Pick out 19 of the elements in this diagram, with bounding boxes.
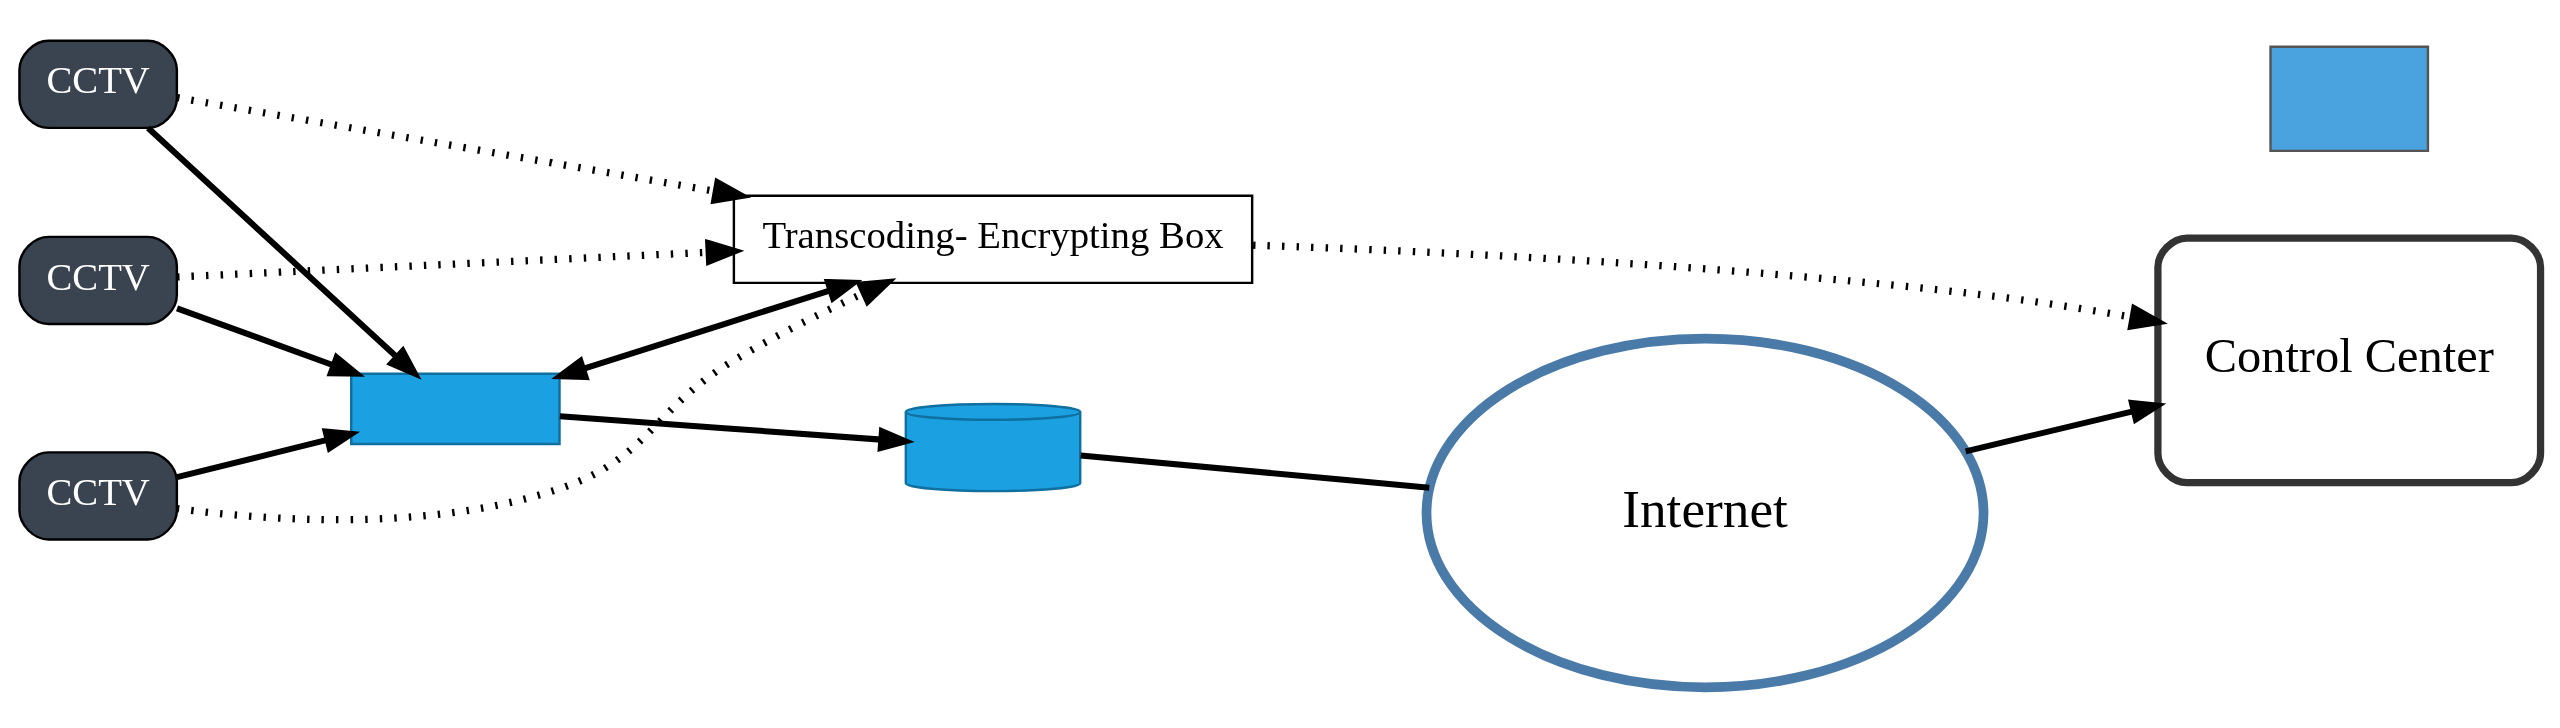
arrow xyxy=(176,305,366,377)
arrow xyxy=(1253,241,2168,331)
connector xyxy=(1080,452,1430,491)
arrow xyxy=(146,125,422,380)
node-box xyxy=(350,372,561,446)
node-box: CCTV xyxy=(18,235,179,326)
node-box xyxy=(2269,45,2430,153)
node-box: CCTV xyxy=(18,451,179,541)
arrow xyxy=(176,278,897,524)
arrow xyxy=(176,94,752,205)
node-box: Control Center xyxy=(2154,234,2545,487)
node-box: CCTV xyxy=(18,39,179,130)
arrow xyxy=(176,428,361,480)
arrow xyxy=(551,279,863,381)
arrow xyxy=(1964,399,2167,455)
arrow xyxy=(559,413,915,453)
node-ellipse: Internet xyxy=(1421,333,1989,693)
node-box: Transcoding- Encrypting Box xyxy=(732,194,1254,285)
arrow xyxy=(177,238,745,281)
